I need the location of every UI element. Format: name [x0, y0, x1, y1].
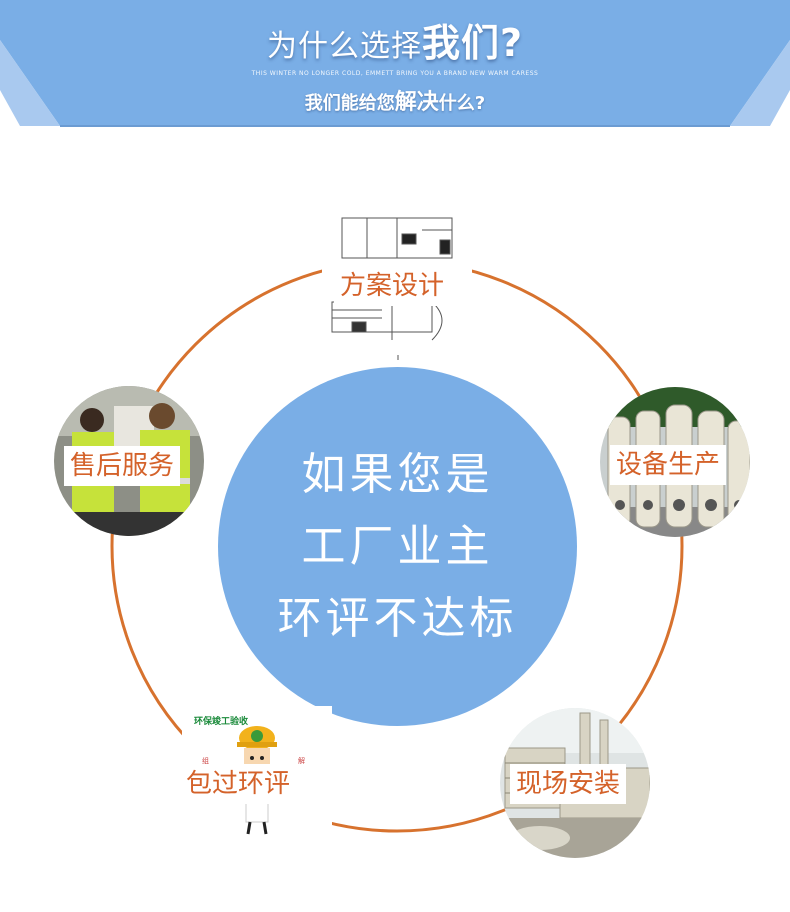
banner-question: 我们能给您解决什么? — [304, 90, 486, 115]
center-line-3: 环评不达标 — [277, 592, 518, 644]
node-design-label: 方案设计 — [334, 266, 451, 306]
node-production: 设备生产 — [600, 387, 750, 537]
node-eia-label: 包过环评 — [182, 764, 297, 804]
node-design: 方案设计 — [322, 210, 472, 360]
header-banner: 为什么选择我们? THIS WINTER NO LONGER COLD, EMM… — [0, 0, 790, 130]
center-line-2: 工厂业主 — [301, 520, 494, 572]
node-production-label: 设备生产 — [610, 445, 727, 485]
node-aftersales-label: 售后服务 — [64, 446, 181, 486]
eia-side-left: 组 — [202, 757, 209, 765]
banner-title: 为什么选择我们? — [266, 21, 524, 65]
center-circle: 如果您是 工厂业主 环评不达标 — [218, 367, 577, 726]
banner-subtitle-en: THIS WINTER NO LONGER COLD, EMMETT BRING… — [251, 70, 539, 77]
banner-shape — [0, 0, 790, 127]
node-installation-label: 现场安装 — [510, 764, 627, 804]
eia-sign-text: 环保竣工验收 — [194, 717, 249, 727]
eia-side-right: 解 — [298, 757, 305, 765]
banner-title-emph: 我们? — [421, 21, 524, 65]
center-line-1: 如果您是 — [301, 448, 494, 500]
node-installation: 现场安装 — [500, 708, 650, 858]
node-eia: 环保竣工验收 组 解 包过环评 — [182, 706, 332, 836]
node-aftersales: 售后服务 — [54, 386, 204, 536]
